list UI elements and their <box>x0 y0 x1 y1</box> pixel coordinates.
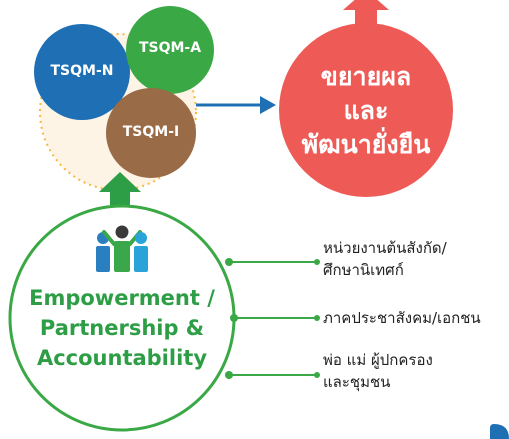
tsqm-i-circle <box>106 88 196 178</box>
connector-dot-1a <box>225 258 233 266</box>
partner-3-line-2: และชุมชน <box>323 373 391 391</box>
tsqm-n-circle <box>34 24 130 120</box>
connector-dot-3a <box>225 371 233 379</box>
connector-dot-2b <box>314 315 320 321</box>
partner-3-line-1: พ่อ แม่ ผู้ปกครอง <box>323 351 433 369</box>
people-group-icon <box>96 225 148 272</box>
goal-text: ขยายผล และ พัฒนายั่งยืน <box>281 60 451 162</box>
green-up-arrow-head <box>99 172 141 192</box>
goal-line-3: พัฒนายั่งยืน <box>301 130 431 159</box>
partner-2-line-1: ภาคประชาสังคม/เอกชน <box>323 309 481 327</box>
connector-dot-2a <box>230 314 238 322</box>
goal-line-1: ขยายผล <box>320 62 412 91</box>
goal-circle <box>279 23 453 197</box>
core-text: Empowerment / Partnership & Accountabili… <box>7 283 237 373</box>
core-line-2: Partnership & <box>39 316 205 340</box>
connector-dot-1b <box>314 259 320 265</box>
corner-blue-shape <box>490 424 509 439</box>
tsqm-n-label: TSQM-N <box>50 63 114 79</box>
goal-line-2: และ <box>343 96 389 125</box>
red-up-arrow-head <box>343 0 389 10</box>
partner-1-line-1: หน่วยงานต้นสังกัด/ <box>323 239 447 257</box>
blue-arrow-head <box>260 96 276 114</box>
partner-3: พ่อ แม่ ผู้ปกครอง และชุมชน <box>323 349 433 393</box>
red-up-arrow-shaft <box>355 8 377 28</box>
tsqm-i-label: TSQM-I <box>122 124 180 140</box>
partner-1: หน่วยงานต้นสังกัด/ ศึกษานิเทศก์ <box>323 237 447 281</box>
partner-1-line-2: ศึกษานิเทศก์ <box>323 261 404 279</box>
core-line-1: Empowerment / <box>29 286 215 310</box>
tsqm-a-circle <box>126 6 214 94</box>
core-line-3: Accountability <box>36 346 208 370</box>
tsqm-a-label: TSQM-A <box>138 40 202 56</box>
partner-2: ภาคประชาสังคม/เอกชน <box>323 307 481 329</box>
connector-dot-3b <box>314 372 320 378</box>
